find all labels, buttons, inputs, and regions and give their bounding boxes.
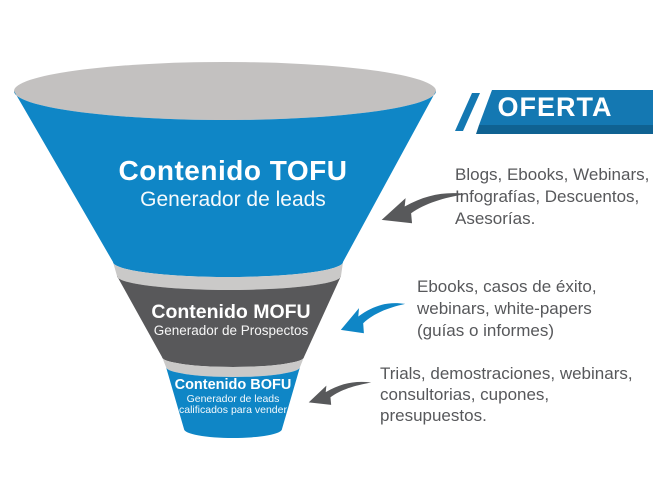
bofu-subtitle-line-1: Generador de leads (186, 393, 280, 405)
bofu-segment (166, 367, 300, 438)
bofu-title: Contenido BOFU (174, 377, 292, 393)
mofu-subtitle: Generador de Prospectos (153, 323, 309, 338)
offer-line: Infografías, Descuentos, (455, 187, 640, 206)
oferta-banner-label: OFERTA (497, 92, 613, 122)
oferta-banner-fold (455, 93, 480, 131)
segment-separator-2 (162, 357, 304, 377)
oferta-banner-shape (479, 90, 653, 125)
offer-line: Ebooks, casos de éxito, (417, 277, 597, 296)
tofu-subtitle: Generador de leads (140, 188, 326, 211)
offer-line: webinars, white-papers (417, 299, 592, 318)
funnel-rim-ellipse (14, 62, 436, 120)
tofu-segment (14, 91, 436, 277)
bofu-offer-list: Trials, demostraciones, webinars, consul… (380, 363, 650, 426)
tofu-title: Contenido TOFU (118, 155, 348, 186)
mofu-segment (117, 276, 341, 367)
offer-line: Asesorías. (455, 209, 536, 228)
mofu-title: Contenido MOFU (151, 301, 311, 323)
offer-line: Trials, demostraciones, webinars, (380, 364, 633, 383)
mofu-offer-list: Ebooks, casos de éxito, webinars, white-… (417, 276, 637, 342)
offer-line: consultorias, cupones, presupuestos. (380, 385, 550, 425)
offer-line: Blogs, Ebooks, Webinars, (455, 165, 650, 184)
offer-line: (guías o informes) (417, 321, 554, 340)
tofu-offer-list: Blogs, Ebooks, Webinars, Infografías, De… (455, 164, 653, 230)
segment-separator-1 (113, 262, 343, 290)
oferta-banner-shadow (476, 125, 653, 134)
bofu-subtitle-line-2: calificados para vender (179, 404, 287, 416)
